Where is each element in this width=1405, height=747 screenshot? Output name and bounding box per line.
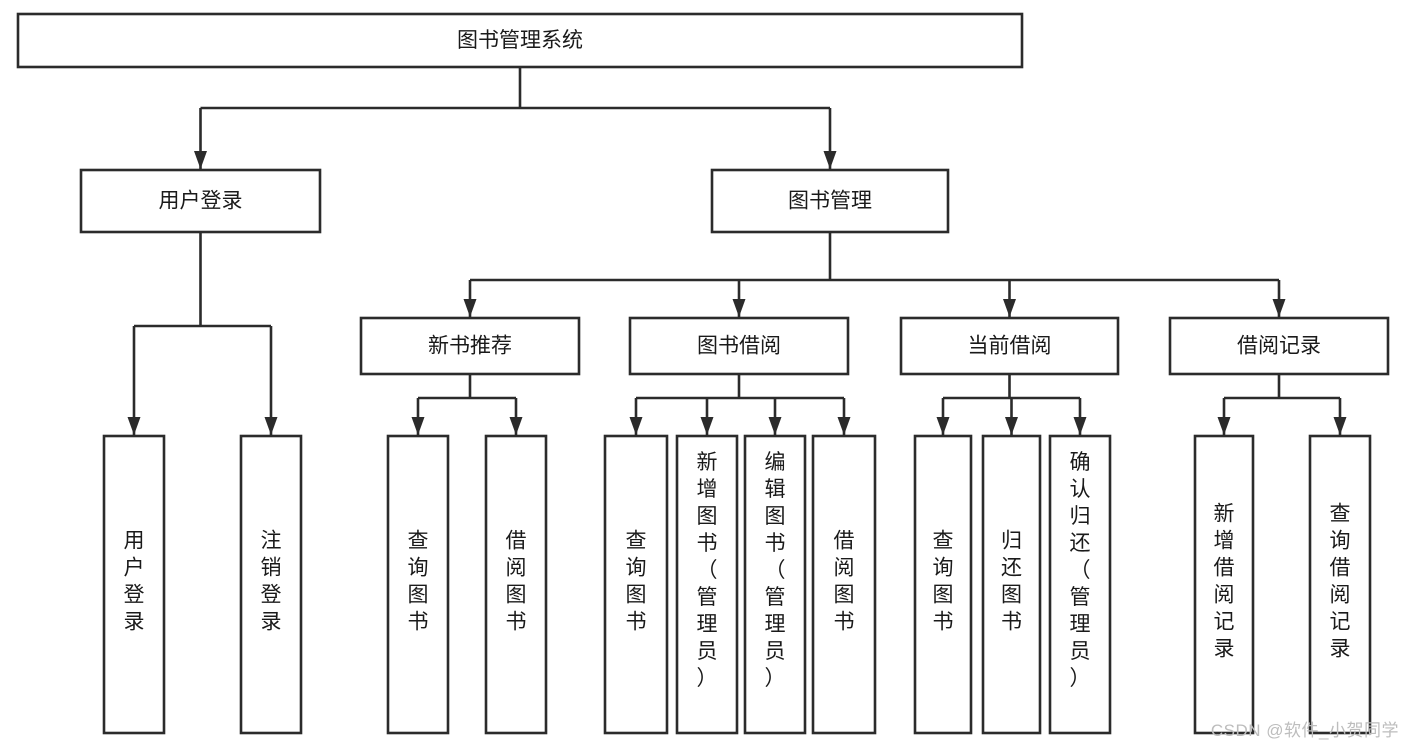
arrow-head: [264, 417, 278, 435]
node-box[interactable]: [359, 316, 581, 376]
node-box[interactable]: [981, 434, 1042, 735]
arrow-head: [127, 417, 141, 435]
node-new-book-rec[interactable]: 新书推荐: [359, 316, 581, 376]
node-label: 注销登录: [261, 530, 282, 634]
node-box[interactable]: [675, 434, 739, 735]
arrow-head: [768, 417, 782, 435]
node-leaf-query-borrow-record[interactable]: 查询借阅记录: [1308, 434, 1372, 735]
node-box[interactable]: [913, 434, 973, 735]
node-box[interactable]: [1193, 434, 1255, 735]
arrow-head: [936, 417, 950, 435]
arrow-head: [1073, 417, 1087, 435]
node-leaf-add-book-admin[interactable]: 新增图书（管理员）: [675, 434, 739, 735]
node-box[interactable]: [239, 434, 303, 735]
node-label: 确认归还（管理员）: [1070, 451, 1091, 690]
node-user-login[interactable]: 用户登录: [79, 168, 322, 234]
node-label: 查询借阅记录: [1330, 503, 1351, 661]
node-label: 借阅图书: [506, 530, 527, 634]
node-label: 当前借阅: [968, 335, 1052, 358]
arrow-head: [194, 151, 207, 169]
arrow-head: [1003, 299, 1016, 317]
node-box[interactable]: [79, 168, 322, 234]
node-box[interactable]: [1048, 434, 1112, 735]
node-label: 新增借阅记录: [1214, 503, 1235, 661]
arrow-head: [411, 417, 425, 435]
node-box[interactable]: [628, 316, 850, 376]
node-box[interactable]: [16, 12, 1024, 69]
node-leaf-borrow-book-1[interactable]: 借阅图书: [484, 434, 548, 735]
arrow-head: [700, 417, 714, 435]
node-box[interactable]: [811, 434, 877, 735]
connector-layer: [127, 67, 1347, 435]
node-leaf-add-borrow-record[interactable]: 新增借阅记录: [1193, 434, 1255, 735]
node-box[interactable]: [102, 434, 166, 735]
node-book-borrow[interactable]: 图书借阅: [628, 316, 850, 376]
node-book-manage[interactable]: 图书管理: [710, 168, 950, 234]
node-label: 新书推荐: [428, 335, 512, 358]
node-box[interactable]: [386, 434, 450, 735]
node-box[interactable]: [1308, 434, 1372, 735]
arrow-head: [463, 299, 477, 317]
node-borrow-record[interactable]: 借阅记录: [1168, 316, 1390, 376]
node-label: 图书管理系统: [457, 29, 583, 52]
node-label: 图书管理: [788, 190, 872, 213]
arrow-head: [823, 151, 837, 169]
node-current-borrow[interactable]: 当前借阅: [899, 316, 1120, 376]
node-label: 图书借阅: [697, 335, 781, 358]
arrow-head: [732, 299, 746, 317]
arrow-head: [1333, 417, 1347, 435]
node-leaf-confirm-return-admin[interactable]: 确认归还（管理员）: [1048, 434, 1112, 735]
node-leaf-logout-login[interactable]: 注销登录: [239, 434, 303, 735]
node-box[interactable]: [710, 168, 950, 234]
node-label: 归还图书: [1001, 530, 1022, 634]
node-label: 用户登录: [124, 530, 145, 634]
node-label: 查询图书: [626, 530, 647, 634]
arrow-head: [837, 417, 851, 435]
node-leaf-borrow-book-2[interactable]: 借阅图书: [811, 434, 877, 735]
node-label: 借阅图书: [834, 530, 855, 634]
node-leaf-query-book-2[interactable]: 查询图书: [603, 434, 669, 735]
node-box[interactable]: [603, 434, 669, 735]
arrow-head: [629, 417, 643, 435]
node-label: 编辑图书（管理员）: [765, 451, 786, 690]
node-leaf-query-book-1[interactable]: 查询图书: [386, 434, 450, 735]
arrow-head: [1005, 417, 1018, 435]
node-leaf-user-login[interactable]: 用户登录: [102, 434, 166, 735]
node-box[interactable]: [899, 316, 1120, 376]
node-box[interactable]: [1168, 316, 1390, 376]
node-box[interactable]: [484, 434, 548, 735]
node-leaf-edit-book-admin[interactable]: 编辑图书（管理员）: [743, 434, 807, 735]
node-label: 借阅记录: [1237, 335, 1321, 358]
node-label: 查询图书: [933, 530, 954, 634]
node-leaf-return-book[interactable]: 归还图书: [981, 434, 1042, 735]
node-root[interactable]: 图书管理系统: [16, 12, 1024, 69]
node-label: 查询图书: [408, 530, 429, 634]
arrow-head: [1272, 299, 1286, 317]
node-box[interactable]: [743, 434, 807, 735]
node-leaf-query-book-3[interactable]: 查询图书: [913, 434, 973, 735]
node-label: 用户登录: [159, 190, 243, 213]
node-label: 新增图书（管理员）: [697, 451, 718, 690]
arrow-head: [509, 417, 523, 435]
arrow-head: [1217, 417, 1231, 435]
